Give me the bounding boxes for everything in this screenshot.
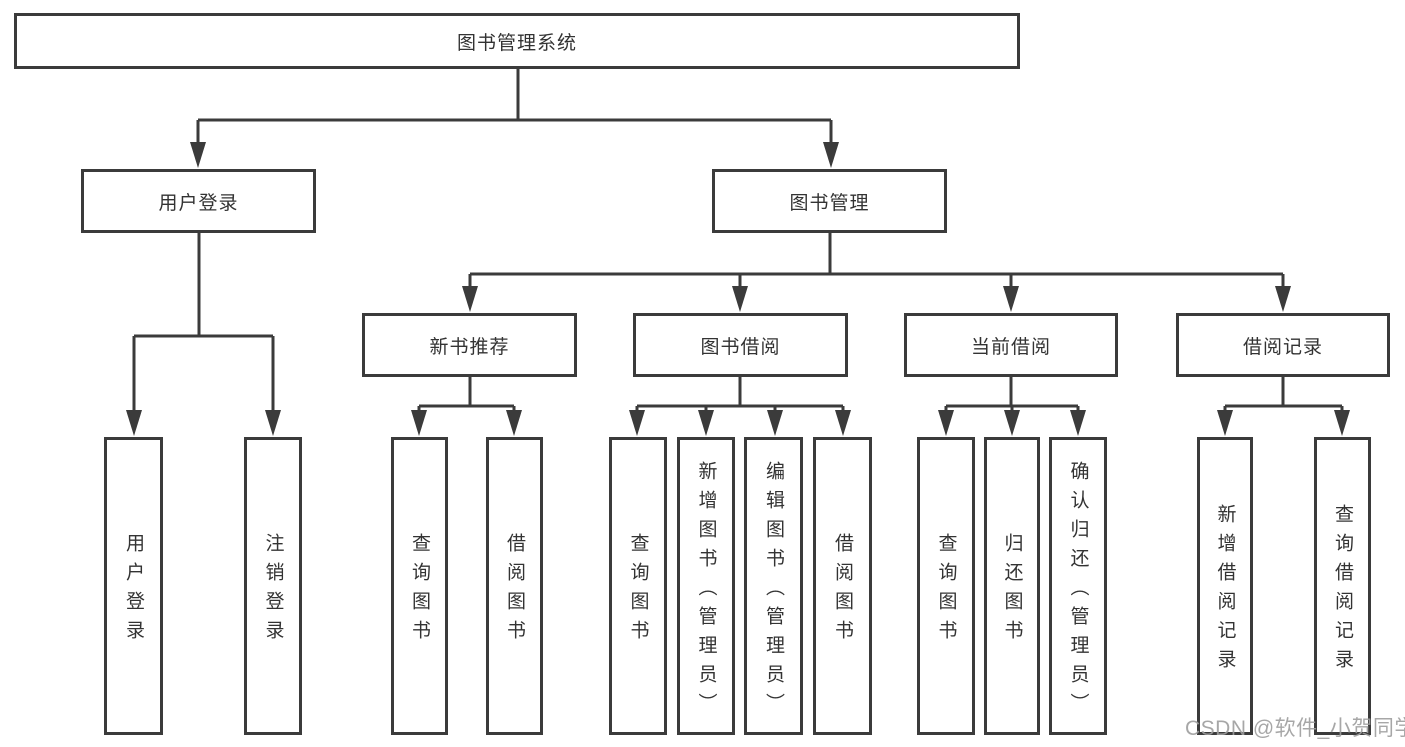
node-new-book-recommend: 新书推荐 xyxy=(362,313,577,377)
node-label: 归还图书 xyxy=(1001,533,1023,649)
node-library-management-system: 图书管理系统 xyxy=(14,13,1020,69)
node-user-login: 用户登录 xyxy=(81,169,316,233)
node-book-borrowing: 图书借阅 xyxy=(633,313,848,377)
csdn-watermark: CSDN @软件_小贺同学 xyxy=(1185,717,1405,740)
node-label: 借阅记录 xyxy=(1242,336,1323,358)
arrow-down-icon xyxy=(823,142,839,168)
node-cb-return-books: 归还图书 xyxy=(984,437,1040,735)
node-label: 当前借阅 xyxy=(970,336,1051,358)
arrow-down-icon xyxy=(698,410,714,436)
node-book-management: 图书管理 xyxy=(712,169,947,233)
arrow-down-icon xyxy=(126,410,142,436)
node-rec-query-books: 查询图书 xyxy=(391,437,448,735)
node-leaf-logout: 注销登录 xyxy=(244,437,302,735)
arrow-down-icon xyxy=(1334,410,1350,436)
node-label: 新增图书（管理员） xyxy=(695,460,717,722)
arrow-down-icon xyxy=(732,286,748,312)
node-leaf-user-login: 用户登录 xyxy=(104,437,163,735)
node-borrowing-records: 借阅记录 xyxy=(1176,313,1390,377)
arrow-down-icon xyxy=(265,410,281,436)
node-bb-add-books-admin: 新增图书（管理员） xyxy=(677,437,735,735)
arrow-down-icon xyxy=(629,410,645,436)
node-label: 借阅图书 xyxy=(504,533,525,649)
node-br-add-record: 新增借阅记录 xyxy=(1197,437,1253,735)
node-label: 借阅图书 xyxy=(832,533,853,649)
node-bb-query-books: 查询图书 xyxy=(609,437,667,735)
node-cb-query-books: 查询图书 xyxy=(917,437,975,735)
node-label: 用户登录 xyxy=(158,192,239,214)
node-cb-confirm-return-admin: 确认归还（管理员） xyxy=(1049,437,1107,735)
node-label: 图书借阅 xyxy=(700,336,781,358)
node-label: 编辑图书（管理员） xyxy=(763,460,784,722)
arrow-down-icon xyxy=(835,410,851,436)
node-label: 新书推荐 xyxy=(429,336,510,358)
node-bb-borrow-books: 借阅图书 xyxy=(813,437,872,735)
arrow-down-icon xyxy=(1217,410,1233,436)
node-rec-borrow-books: 借阅图书 xyxy=(486,437,543,735)
arrow-down-icon xyxy=(462,286,478,312)
arrow-down-icon xyxy=(506,410,522,436)
node-label: 查询借阅记录 xyxy=(1332,504,1353,678)
node-label: 查询图书 xyxy=(409,533,430,649)
arrow-down-icon xyxy=(1003,286,1019,312)
node-label: 图书管理系统 xyxy=(456,32,577,54)
node-label: 注销登录 xyxy=(262,533,284,649)
arrow-down-icon xyxy=(1070,410,1086,436)
node-label: 图书管理 xyxy=(789,192,870,214)
node-current-borrowing: 当前借阅 xyxy=(904,313,1118,377)
node-br-query-record: 查询借阅记录 xyxy=(1314,437,1371,735)
arrow-down-icon xyxy=(1275,286,1291,312)
node-label: 查询图书 xyxy=(627,533,649,649)
arrow-down-icon xyxy=(1004,410,1020,436)
node-bb-edit-books-admin: 编辑图书（管理员） xyxy=(744,437,803,735)
arrow-down-icon xyxy=(767,410,783,436)
node-label: 新增借阅记录 xyxy=(1214,504,1236,678)
arrow-down-icon xyxy=(411,410,427,436)
arrow-down-icon xyxy=(938,410,954,436)
arrow-down-icon xyxy=(190,142,206,168)
node-label: 用户登录 xyxy=(123,533,144,649)
node-label: 确认归还（管理员） xyxy=(1067,460,1089,722)
node-label: 查询图书 xyxy=(935,533,957,649)
